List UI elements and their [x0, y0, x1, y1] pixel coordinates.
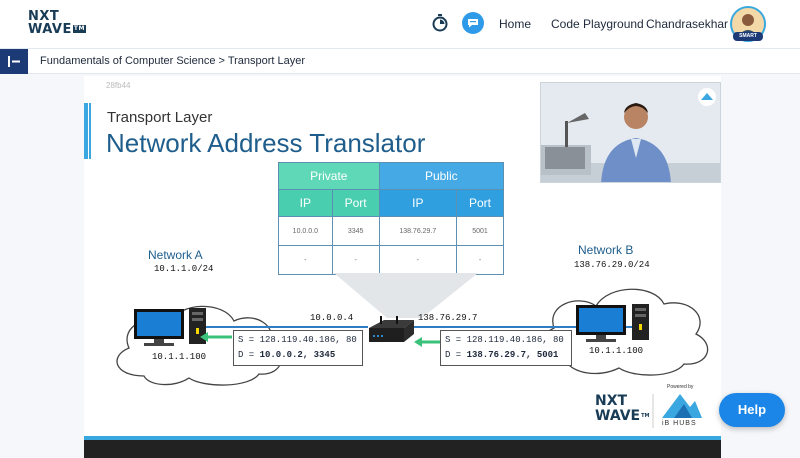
logo-line1: NXT: [28, 9, 60, 24]
table-cell: 5001: [456, 216, 504, 246]
table-cell: 138.76.29.7: [378, 216, 458, 246]
avatar[interactable]: SMART: [730, 6, 766, 42]
table-row: - - - -: [278, 245, 504, 275]
slide-nxtwave-logo: NXT WAVETM: [595, 394, 650, 424]
presenter-video: [540, 82, 721, 183]
col-private-ip: IP: [278, 189, 333, 217]
nav-code-playground[interactable]: Code Playground: [551, 17, 644, 31]
left-packet-dst-value: 10.0.0.2, 3345: [259, 350, 336, 360]
title-accent-bar: [84, 103, 88, 159]
right-packet-dst-value: 138.76.29.7, 5001: [466, 350, 559, 360]
breadcrumb-bar: Fundamentals of Computer Science > Trans…: [0, 48, 800, 74]
right-packet-box: S = 128.119.40.186, 80 D = 138.76.29.7, …: [440, 330, 572, 366]
arrow-right-icon: [414, 337, 440, 347]
ib-hubs-logo-icon: [662, 394, 702, 418]
video-controls-strip: [84, 436, 721, 458]
title-accent-bar-thin: [89, 103, 91, 159]
stopwatch-icon[interactable]: [432, 14, 448, 32]
network-a-name: Network A: [148, 248, 203, 262]
logo-tm: TM: [72, 25, 86, 33]
network-b-name: Network B: [578, 243, 634, 257]
slide-logo-line1: NXT: [595, 393, 628, 409]
nat-table: Private Public IP Port IP Port 10.0.0.0 …: [278, 162, 505, 275]
router-spotlight: [334, 273, 478, 318]
logo-line2: WAVE: [28, 22, 72, 37]
table-cell: -: [278, 245, 333, 275]
chat-icon[interactable]: [462, 12, 484, 34]
table-cell: -: [456, 245, 504, 275]
pc-b-icon: [576, 304, 649, 342]
arrow-left-icon: [200, 332, 232, 342]
pc-a-icon: [134, 308, 206, 346]
col-private-port: Port: [331, 189, 380, 217]
breadcrumb[interactable]: Fundamentals of Computer Science > Trans…: [40, 55, 306, 67]
user-name[interactable]: Chandrasekhar: [646, 17, 729, 31]
router-left-ip: 10.0.0.4: [310, 313, 354, 323]
left-packet-dst-label: D =: [238, 350, 260, 360]
sidebar-toggle-button[interactable]: [0, 49, 28, 74]
help-button[interactable]: Help: [719, 393, 785, 427]
nav-home[interactable]: Home: [499, 17, 532, 31]
table-cell: 10.0.0.0: [278, 216, 333, 246]
network-a-host-ip: 10.1.1.100: [152, 352, 207, 362]
ib-hubs-name: iB HUBS: [662, 420, 697, 427]
slide-watermark: 28fb44: [106, 81, 131, 90]
slide-logo-tm: TM: [641, 413, 650, 419]
avatar-badge: SMART: [733, 32, 763, 41]
router-right-ip: 138.76.29.7: [418, 313, 478, 323]
right-packet-src: S = 128.119.40.186, 80: [445, 335, 564, 345]
header-private: Private: [278, 162, 380, 190]
right-packet-dst-label: D =: [445, 350, 467, 360]
video-slide[interactable]: 28fb44 Transport Layer Network Address T…: [84, 76, 721, 436]
table-row: 10.0.0.0 3345 138.76.29.7 5001: [278, 216, 504, 246]
slide-subtitle: Transport Layer: [107, 109, 213, 126]
left-packet-src: S = 128.119.40.186, 80: [238, 335, 357, 345]
network-b-host-ip: 10.1.1.100: [589, 346, 644, 356]
table-cell: 3345: [331, 216, 380, 246]
col-public-port: Port: [456, 189, 504, 217]
powered-by-label: Powered by: [667, 384, 694, 390]
slide-logo-line2: WAVE: [595, 408, 641, 424]
presenter-image: [541, 83, 720, 182]
header-public: Public: [378, 162, 505, 190]
slide-title: Network Address Translator: [106, 128, 426, 158]
network-a-subnet: 10.1.1.0/24: [154, 264, 214, 274]
sidebar-toggle-icon: [8, 56, 20, 67]
left-packet-box: S = 128.119.40.186, 80 D = 10.0.0.2, 334…: [233, 330, 363, 366]
router-icon: [369, 316, 414, 342]
network-b-subnet: 138.76.29.0/24: [574, 260, 650, 270]
table-cell: -: [378, 245, 458, 275]
